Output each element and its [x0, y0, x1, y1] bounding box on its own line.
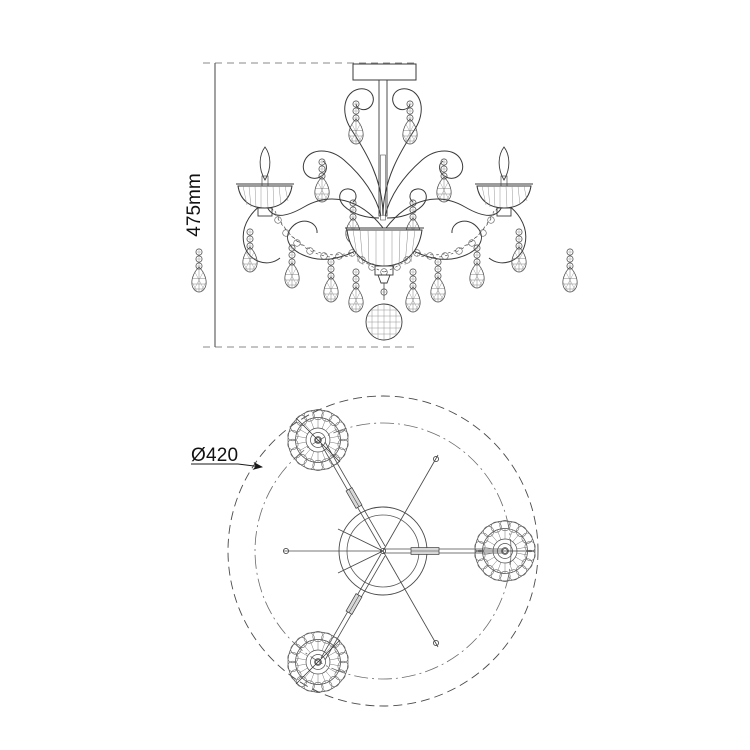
center-bowl — [345, 227, 424, 284]
bobeche-cup-left — [236, 183, 294, 217]
scroll-arms-upper — [302, 88, 464, 219]
scroll-arms-lower — [242, 195, 527, 264]
flame-bulb-left — [259, 146, 271, 181]
flame-bulb-right — [498, 146, 510, 181]
plan-view: Ø420 — [191, 395, 539, 707]
center-stem — [378, 79, 388, 221]
leader-arrow — [237, 461, 263, 470]
candle-assembly-left — [236, 146, 294, 217]
ceiling-mount-plate — [352, 63, 417, 81]
bead-swags — [271, 207, 498, 276]
elevation-view: 475mm — [184, 62, 577, 348]
candle-assembly-right — [475, 146, 533, 217]
dimension-label-diameter: Ø420 — [191, 445, 238, 466]
secondary-arms — [282, 454, 440, 648]
diameter-leader — [191, 461, 263, 470]
arm-ferrules — [345, 487, 440, 615]
ball-finial — [365, 283, 403, 341]
dimension-label-height: 475mm — [184, 173, 205, 236]
rosette-axis-ticks — [295, 417, 535, 685]
bobeche-cup-right — [475, 183, 533, 217]
outer-diameter-circle — [227, 395, 539, 707]
